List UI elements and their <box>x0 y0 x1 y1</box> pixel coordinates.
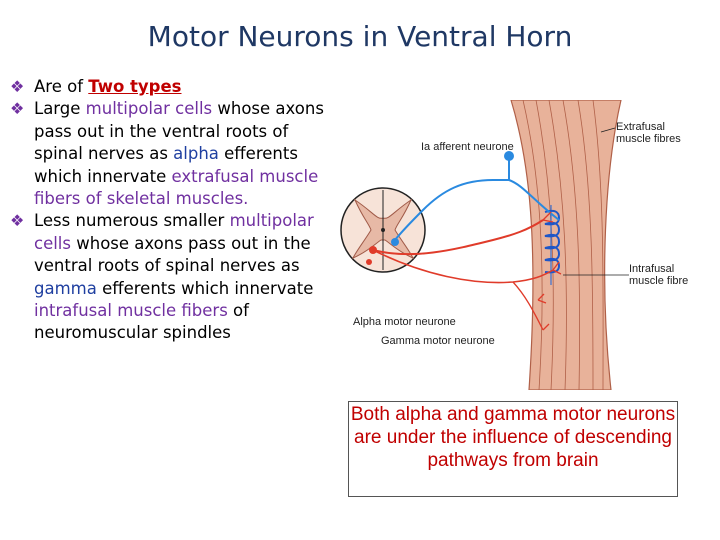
bullet-text: Less numerous smaller <box>34 211 230 231</box>
label-ia-afferent: Ia afferent neurone <box>421 141 514 153</box>
label-gamma-motor: Gamma motor neurone <box>381 335 495 347</box>
label-alpha-motor: Alpha motor neurone <box>353 316 456 328</box>
bullet-text: Are of <box>34 77 89 96</box>
bullet-text: whose axons pass out in the ventral root… <box>34 233 311 276</box>
bullet-text: whose axons pass out in the ventral root… <box>34 99 324 164</box>
highlight-alpha: alpha <box>173 144 219 164</box>
caption-box: Both alpha and gamma motor neurons are u… <box>348 401 678 497</box>
highlight-multipolar: multipolar cells <box>34 211 314 253</box>
diamond-bullet-icon: ❖ <box>10 211 25 231</box>
bullet-text: efferents which innervate <box>34 144 298 186</box>
bullet-item-alpha: ❖ Large multipolar cells whose axons pas… <box>10 98 325 210</box>
highlight-two-types: Two types <box>88 77 182 96</box>
label-pointers <box>563 127 629 276</box>
muscle-body <box>510 99 622 391</box>
bullet-text: of neuromuscular spindles <box>34 301 249 343</box>
diamond-bullet-icon: ❖ <box>10 99 25 119</box>
diamond-bullet-icon: ❖ <box>10 77 25 96</box>
bullet-text: efferents which innervate <box>96 278 314 298</box>
bullet-list: ❖ Are of Two types ❖ Large multipolar ce… <box>10 76 325 345</box>
highlight-gamma: gamma <box>34 278 97 298</box>
bullet-item-types: ❖ Are of Two types <box>10 76 325 98</box>
bullet-text: Large <box>34 99 86 119</box>
motor-efferent-pathways <box>366 211 562 331</box>
bullet-item-gamma: ❖ Less numerous smaller multipolar cells… <box>10 210 325 344</box>
slide-title: Motor Neurons in Ventral Horn <box>147 20 573 53</box>
spinal-cord-section <box>340 187 426 273</box>
ia-afferent-pathway <box>391 151 560 246</box>
highlight-intrafusal: intrafusal muscle fibers <box>34 301 228 321</box>
highlight-extrafusal: extrafusal muscle fibers of skeletal mus… <box>34 166 319 209</box>
highlight-multipolar: multipolar cells <box>85 99 213 119</box>
